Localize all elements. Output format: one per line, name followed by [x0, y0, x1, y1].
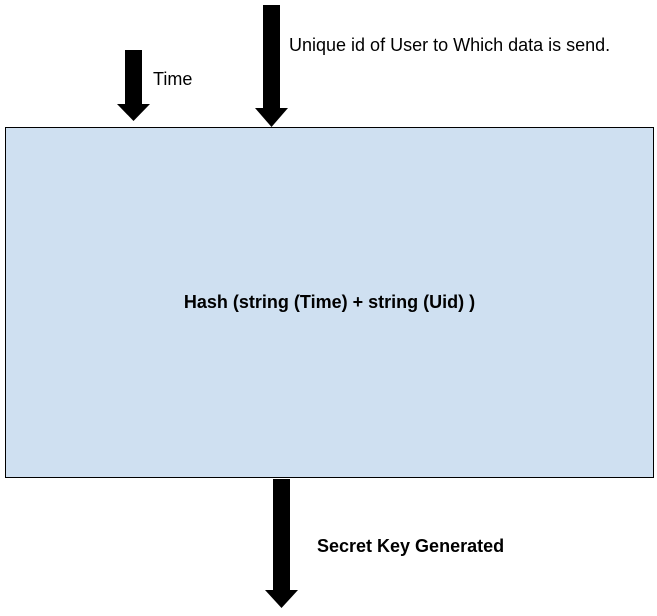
secret-key-output-label: Secret Key Generated [317, 536, 505, 556]
time-input-arrow [117, 50, 150, 121]
uid-input-arrow [255, 5, 288, 127]
secret-key-output-arrow [265, 479, 298, 608]
hash-process-label: Hash (string (Time) + string (Uid) ) [183, 292, 476, 312]
uid-input-label: Unique id of User to Which data is send. [289, 35, 611, 55]
hash-process-box: Hash (string (Time) + string (Uid) ) [5, 127, 654, 478]
time-input-label: Time [153, 69, 193, 89]
